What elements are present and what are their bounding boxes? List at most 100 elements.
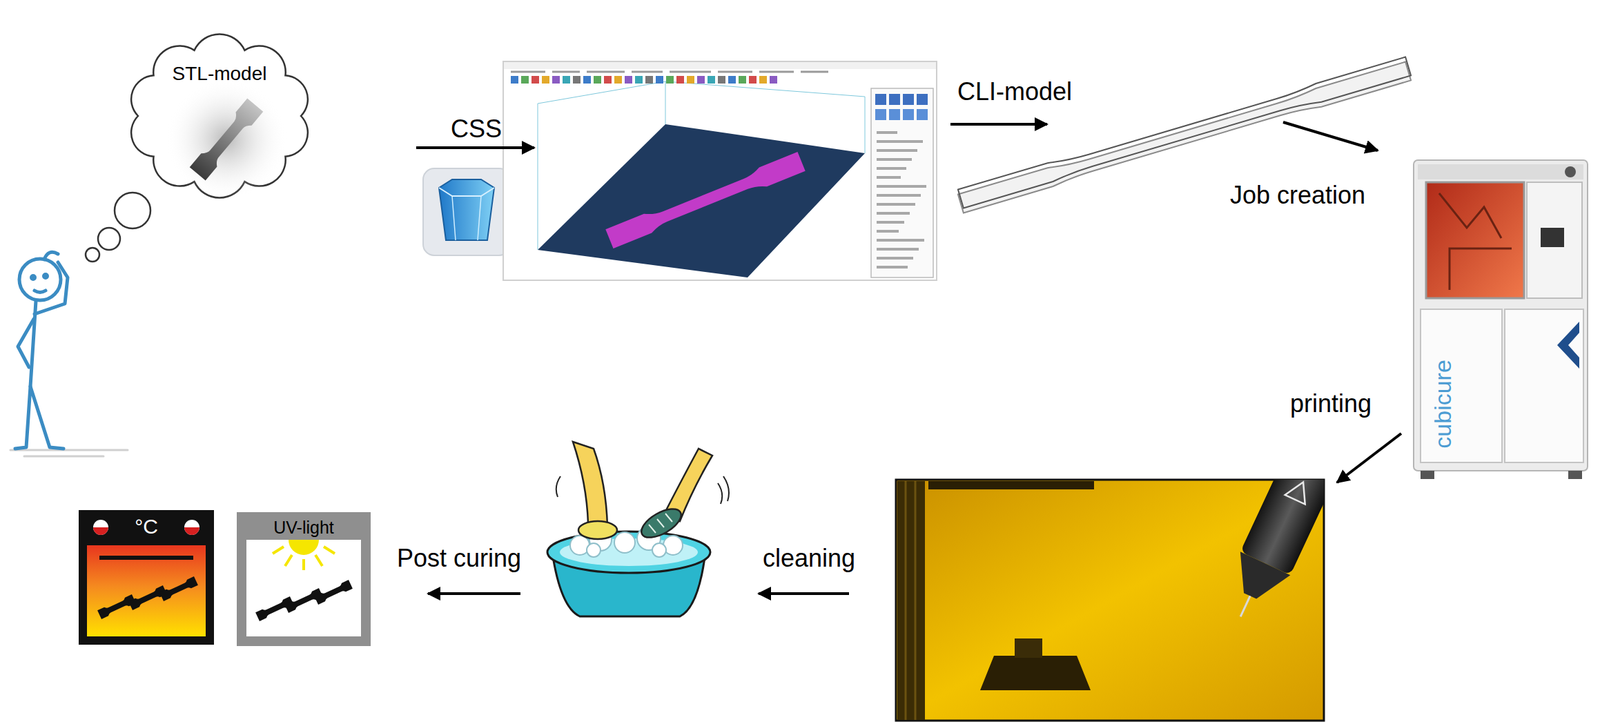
generated-details-part: [876, 247, 919, 251]
generated-details-part: [876, 176, 901, 179]
washing-tub-illustration-part-part: [652, 543, 667, 558]
generated-details-part: [676, 75, 685, 84]
step-label: CLI-model: [957, 76, 1072, 107]
step-label: printing: [1290, 388, 1372, 419]
thought-bubbles-part: [98, 227, 121, 250]
flow-arrows-part: [427, 592, 521, 595]
node-label: STL-model: [172, 62, 268, 86]
oven-box-shape-part: [78, 510, 214, 645]
generated-details-part: [889, 93, 901, 105]
uv-box-shape-part: [272, 546, 335, 571]
slicer-screenshot-part: [510, 71, 829, 74]
flow-arrows: [416, 122, 1402, 594]
slicer-icon-part: [438, 187, 495, 197]
specimen: [159, 576, 199, 602]
slicer-screenshot-part: [503, 61, 937, 281]
printer-machine-part: [1504, 309, 1584, 463]
thinking-person-part: [31, 276, 36, 280]
printer-machine-part: [1568, 470, 1583, 480]
node-label: UV-light: [273, 516, 335, 538]
flow-arrows-part: [758, 592, 850, 595]
generated-details-part: [531, 75, 540, 84]
specimen: [189, 98, 264, 181]
thought-cloud-shape: [119, 20, 320, 208]
thought-cloud-shape-part: [165, 78, 288, 201]
uv-box-shape-part: [236, 512, 371, 647]
washing-tub-illustration-part: [556, 476, 729, 504]
generated-details-part: [552, 75, 560, 84]
washing-tub-illustration-part: [648, 513, 673, 533]
uv-box-shape-part: [246, 539, 362, 637]
printing-photo-part-part: [897, 481, 925, 720]
thinking-person-part: [34, 262, 68, 315]
printer-machine-part: [1564, 166, 1576, 178]
flow-arrows-part: [950, 122, 1048, 126]
generated-details-part: [759, 75, 767, 84]
generated-details-part: [876, 167, 907, 170]
thought-bubbles: [85, 192, 151, 262]
printing-photo-part: [897, 479, 1324, 720]
generated-details-part: [748, 75, 757, 84]
generated-details-part: [541, 75, 550, 84]
printing-photo-part-part: [905, 481, 916, 720]
printer-machine-part: [1526, 182, 1583, 299]
washing-tub-illustration: [547, 441, 729, 617]
slicer-icon: [423, 168, 511, 256]
generated-details-part: [603, 75, 612, 84]
step-label: Job creation: [1230, 180, 1366, 210]
uv-box-shape-part: [288, 539, 319, 555]
step-label: cleaning: [762, 543, 856, 573]
generated-details-part: [686, 75, 695, 84]
printing-photo-part-part-part: [1285, 479, 1314, 505]
thinking-person-part: [17, 318, 34, 368]
oven-box-shape-part: [86, 545, 206, 637]
generated-details-part: [769, 75, 778, 84]
brand-logo-text: cubicure: [1428, 359, 1457, 449]
generated-details-part: [510, 75, 519, 84]
generated-details-part: [876, 256, 914, 260]
printer-machine: [1413, 160, 1588, 480]
generated-details-part: [728, 75, 736, 84]
printing-photo-part-part-part: [1240, 595, 1251, 617]
generated-details-part: [614, 75, 622, 84]
generated-details-part: [876, 193, 921, 197]
generated-details-part: [876, 220, 905, 224]
generated-details-part: [876, 265, 908, 269]
specimen: [605, 151, 805, 249]
generated-details-part: [635, 75, 643, 84]
slicer-screenshot-part: [503, 62, 936, 70]
printing-photo-part-part: [980, 655, 1091, 691]
generated-details-part: [889, 109, 901, 121]
thinking-person-part: [19, 258, 61, 301]
generated-details-part: [876, 229, 899, 233]
generated-details-part: [876, 158, 912, 161]
generated-details-part: [902, 93, 914, 105]
generated-details-part: [572, 75, 581, 84]
generated-details-part: [875, 93, 887, 105]
generated-details-part: [697, 75, 705, 84]
flow-arrows-part: [1283, 122, 1378, 151]
generated-details-part: [876, 131, 898, 134]
thought-bubbles-part: [85, 247, 100, 262]
generated-details-part: [624, 75, 633, 84]
thought-cloud: STL-model: [119, 20, 320, 208]
generated-details-part: [583, 75, 591, 84]
uv-box: UV-light: [236, 512, 371, 647]
oven-box: °C: [78, 510, 214, 645]
printing-photo-part-part: [1215, 479, 1324, 629]
generated-details-part: [645, 75, 653, 84]
oven-box-shape-part: [93, 519, 109, 535]
generated-details-part: [876, 140, 923, 143]
thinking-person-part: [10, 450, 128, 457]
printing-photo-part-part: [1014, 638, 1043, 658]
printer-machine-part: [1420, 309, 1502, 463]
generated-details-part: [876, 202, 916, 206]
step-label: CSS: [450, 113, 502, 144]
specimen: [314, 579, 353, 605]
slicer-screenshot-part: [537, 124, 865, 278]
thought-bubbles-part: [114, 192, 151, 229]
oven-box-shape-part: [99, 555, 194, 560]
printer-machine-part: [1420, 470, 1435, 480]
printer-machine-part: [1417, 164, 1584, 180]
specimen: [128, 585, 168, 611]
